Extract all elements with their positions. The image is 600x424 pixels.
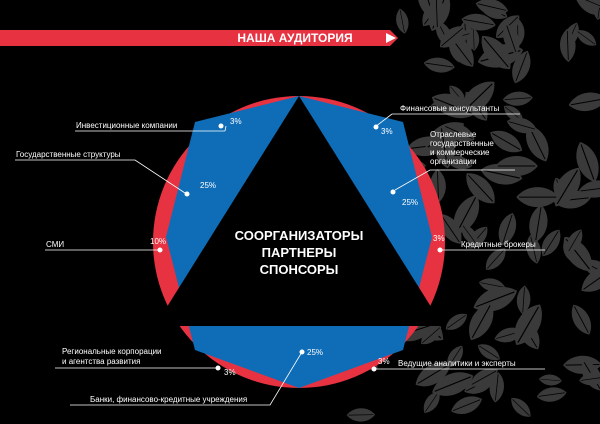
callout-line-7 xyxy=(394,169,515,191)
segment-values: 3% 25% 10% 3% 25% 3% 3% 25% 3% xyxy=(150,117,445,377)
callout-dot-8 xyxy=(373,124,379,130)
leaf-shape xyxy=(393,7,411,36)
center-title: СООРГАНИЗАТОРЫ ПАРТНЕРЫ СПОНСОРЫ xyxy=(235,228,364,277)
segment-value-8: 3% xyxy=(381,127,393,136)
leaf-shape xyxy=(515,186,560,208)
callout-dot-4 xyxy=(299,349,305,355)
segment-labels: Инвестиционные компании Государственные … xyxy=(16,104,536,404)
callout-dots xyxy=(157,123,443,372)
leaf-shape xyxy=(447,391,486,420)
leaf-shape xyxy=(346,407,376,423)
leaf-shape xyxy=(441,309,471,335)
leaf-shape xyxy=(535,385,568,405)
banner: НАША АУДИТОРИЯ xyxy=(0,30,398,46)
segment-label-7-line-2: государственные xyxy=(430,139,494,148)
center-triangle xyxy=(155,96,443,326)
segment-value-5: 3% xyxy=(378,357,390,366)
segment-value-0: 3% xyxy=(230,117,242,126)
callout-dot-5 xyxy=(371,366,377,372)
callout-dot-3 xyxy=(215,365,221,371)
leaf-shape xyxy=(565,300,597,339)
segment-label-3-line-2: и агентства развития xyxy=(62,357,140,366)
callout-line-0b xyxy=(224,125,227,132)
segment-label-1: Государственные структуры xyxy=(16,150,121,159)
segment-label-3: Региональные корпорации xyxy=(62,347,162,356)
segment-value-6: 3% xyxy=(433,234,445,243)
leaf-shape xyxy=(501,90,534,108)
segment-label-0: Инвестиционные компании xyxy=(76,121,177,130)
center-line-2: ПАРТНЕРЫ xyxy=(262,245,337,260)
callout-lines xyxy=(15,113,545,406)
center-line-1: СООРГАНИЗАТОРЫ xyxy=(235,228,364,243)
segment-value-2: 10% xyxy=(150,237,166,246)
segment-value-3: 3% xyxy=(224,368,236,377)
leaf-shape xyxy=(506,393,536,422)
segment-label-4: Банки, финансово-кредитные учреждения xyxy=(90,395,247,404)
callout-line-4 xyxy=(70,351,303,406)
center-line-3: СПОНСОРЫ xyxy=(260,262,339,277)
banner-title: НАША АУДИТОРИЯ xyxy=(237,31,352,45)
segment-value-7: 25% xyxy=(402,198,418,207)
segment-label-7-line-3: и коммерческие xyxy=(430,148,490,157)
callout-line-1 xyxy=(15,159,186,194)
banner-ribbon xyxy=(0,30,398,46)
segment-label-6: Кредитные брокеры xyxy=(461,240,536,249)
segment-label-7: Отраслевые xyxy=(430,130,477,139)
leaf-shape xyxy=(538,373,563,387)
callout-line-8 xyxy=(374,113,393,128)
leaf-shape xyxy=(566,89,600,115)
banner-arrow-icon xyxy=(386,33,396,43)
audience-diagram xyxy=(153,96,445,388)
segment-label-8: Финансовые консультанты xyxy=(400,104,500,113)
callout-dot-2 xyxy=(157,247,163,253)
segment-label-2: СМИ xyxy=(46,240,64,249)
segment-value-1: 25% xyxy=(200,181,216,190)
segment-label-5: Ведущие аналитики и эксперты xyxy=(398,359,516,368)
callout-dot-1 xyxy=(184,191,190,197)
leaf-shape xyxy=(422,55,457,75)
segment-label-7-line-4: организации xyxy=(430,157,477,166)
callout-dot-7 xyxy=(390,189,396,195)
callout-dot-0 xyxy=(218,123,224,129)
callout-dot-6 xyxy=(437,247,443,253)
segment-value-4: 25% xyxy=(307,348,323,357)
